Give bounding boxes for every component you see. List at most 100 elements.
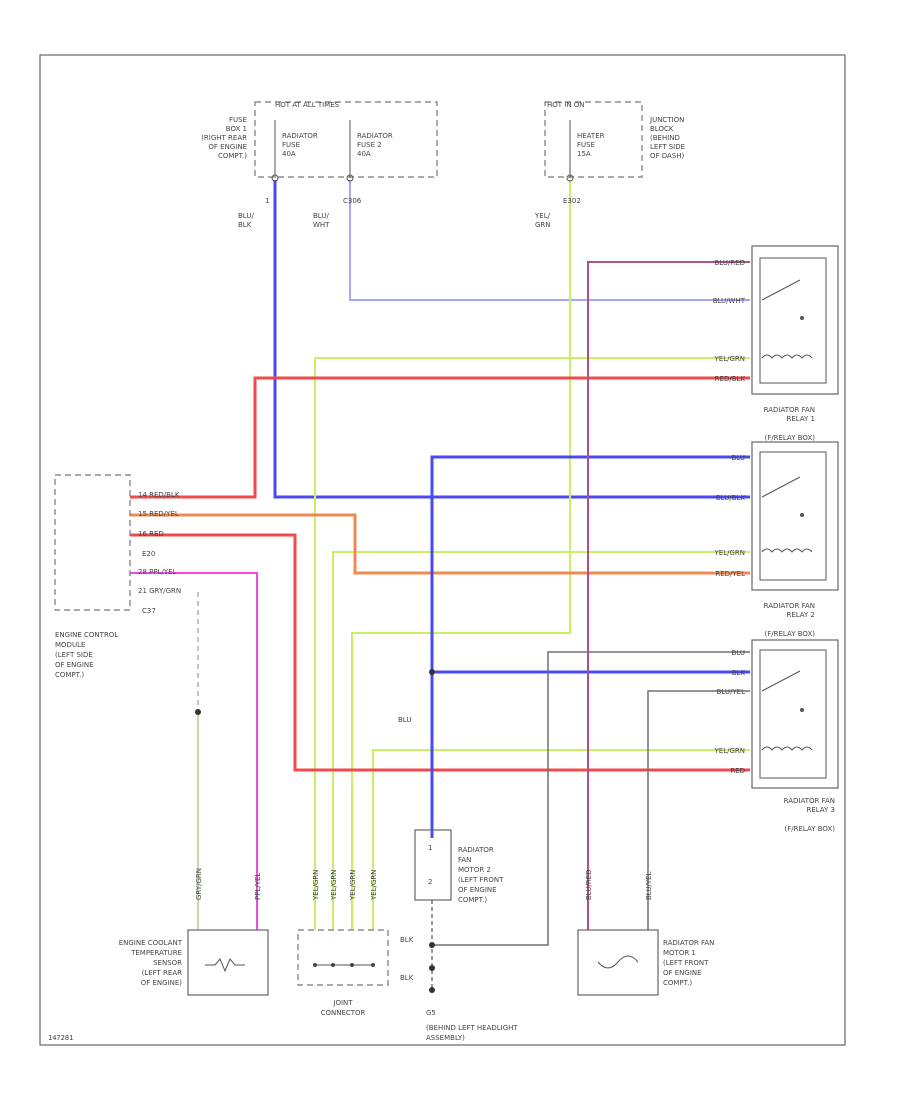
motor-1-caption: (LEFT FRONT: [663, 959, 709, 967]
wire-red-blk: [130, 376, 750, 499]
fuse-1-label: FUSE: [282, 141, 300, 149]
relay-3-wire-label: BLK: [732, 669, 746, 677]
ect-sensor-symbol: [205, 958, 245, 973]
relay-1-wire-label: RED/BLK: [715, 375, 746, 383]
ground-caption: ASSEMBLY): [426, 1034, 465, 1042]
motor-2-caption: OF ENGINE: [458, 886, 497, 894]
fuse-box-1-location: (RIGHT REAR: [201, 134, 247, 142]
motor-1-caption: MOTOR 1: [663, 949, 696, 957]
wire-red-yel: [130, 513, 750, 575]
diagram-border: [39, 54, 846, 1046]
relay-1-caption: RADIATOR FAN: [764, 406, 815, 414]
engine-coolant-temperature-sensor: ENGINE COOLANT TEMPERATURE SENSOR (LEFT …: [119, 929, 269, 996]
ground-label: G5: [426, 1009, 436, 1017]
relay-1-coil: [761, 354, 813, 359]
relay-3-housing: [751, 639, 839, 789]
wire-label-blu-wht: WHT: [313, 221, 330, 229]
motor-2-caption: MOTOR 2: [458, 866, 491, 874]
ecm-pin-label: 16 RED: [138, 530, 164, 538]
wire-label-blu-blk: BLK: [238, 221, 252, 229]
wire-label-blk: BLK: [400, 936, 414, 944]
joint-connector-pin: [313, 963, 317, 967]
fuse-box-1-location: FUSE: [229, 116, 247, 124]
motor-2-pin: 2: [428, 878, 432, 886]
fuse-2-label: 40A: [357, 150, 371, 158]
diagram-code: 147281: [48, 1034, 73, 1042]
relay-2-caption: RELAY 2: [786, 611, 815, 619]
wire-yel-grn-relay2: [332, 551, 750, 930]
wire-label-blu: BLU: [398, 716, 411, 724]
ect-sensor-caption: TEMPERATURE: [130, 949, 182, 957]
relay-3-coil: [761, 746, 813, 751]
motor-2-caption: RADIATOR: [458, 846, 494, 854]
wire-red: [130, 533, 750, 772]
wire-label-vertical: PPL/YEL: [254, 873, 262, 900]
junction-block-location: (BEHIND: [650, 134, 680, 142]
wire-ppl-yel: [130, 572, 258, 930]
junction-block-location: JUNCTION: [649, 116, 684, 124]
wire-label-vertical: BLU/RED: [585, 869, 593, 900]
radiator-fan-motor-1: RADIATOR FAN MOTOR 1 (LEFT FRONT OF ENGI…: [577, 929, 714, 996]
relay-2-coil: [761, 548, 813, 553]
splice-dot: [429, 669, 435, 675]
wire-label-vertical: BLU/YEL: [645, 871, 653, 900]
heater-fuse-label: HEATER: [577, 132, 605, 140]
relay-2-caption: (F/RELAY BOX): [765, 630, 816, 638]
relay-1-caption: RELAY 1: [786, 415, 815, 423]
relay-1-caption: (F/RELAY BOX): [765, 434, 816, 442]
relay-2-caption: RADIATOR FAN: [764, 602, 815, 610]
ecm-caption: COMPT.): [55, 671, 84, 679]
relay-3-caption: RELAY 3: [806, 806, 835, 814]
relay-2-wire-label: BLU: [732, 454, 745, 462]
relay-2: BLU BLU/BLK YEL/GRN RED/YEL RADIATOR FAN…: [714, 441, 839, 638]
relay-2-body: [759, 451, 827, 581]
motor-2-caption: COMPT.): [458, 896, 487, 904]
wire-label-vertical: YEL/GRN: [330, 870, 338, 901]
relay-3: BLU BLK BLU/YEL YEL/GRN RED RADIATOR FAN…: [714, 639, 839, 833]
relay-1-switch: [761, 279, 801, 301]
wire-blu-relay2: [430, 455, 750, 838]
wire-label-blu-wht: BLU/: [313, 212, 329, 220]
ecm-caption: ENGINE CONTROL: [55, 631, 118, 639]
relay-3-body: [759, 649, 827, 779]
ground-point: [429, 987, 435, 993]
wire-label-yel-grn: YEL/: [534, 212, 551, 220]
fuse-2-pin: C306: [343, 197, 362, 205]
motor-2-caption: FAN: [458, 856, 471, 864]
junction-block-header: HOT IN ON: [547, 101, 585, 109]
relay-1-housing: [751, 245, 839, 395]
relay-3-wire-label: BLU/YEL: [717, 688, 746, 696]
fuse-1-label: 40A: [282, 150, 296, 158]
fuse-box-1-location: OF ENGINE: [208, 143, 247, 151]
motor-2-caption: (LEFT FRONT: [458, 876, 504, 884]
wire-blu-red: [587, 261, 750, 930]
relay-2-switch: [761, 476, 801, 498]
ground-caption: (BEHIND LEFT HEADLIGHT: [426, 1024, 518, 1032]
motor-1-caption: COMPT.): [663, 979, 692, 987]
relay-3-contact: [800, 708, 804, 712]
ground-g5: G5 (BEHIND LEFT HEADLIGHT ASSEMBLY): [426, 1009, 518, 1042]
motor-1-caption: RADIATOR FAN: [663, 939, 714, 947]
joint-connector-pin: [371, 963, 375, 967]
ecm-caption: OF ENGINE: [55, 661, 94, 669]
fuse-2-label: FUSE 2: [357, 141, 382, 149]
ect-sensor-caption: ENGINE COOLANT: [119, 939, 183, 947]
relay-3-wire-label: YEL/GRN: [714, 747, 745, 755]
radiator-fan-motor-2: 1 2 RADIATOR FAN MOTOR 2 (LEFT FRONT OF …: [414, 829, 504, 904]
relay-3-caption: (F/RELAY BOX): [785, 825, 836, 833]
junction-block-location: BLOCK: [650, 125, 674, 133]
ecm-pin-label: 14 RED/BLK: [138, 491, 180, 499]
fuse-box-1-outline: [254, 101, 438, 178]
splice-dot: [195, 709, 201, 715]
ect-sensor-caption: SENSOR: [153, 959, 182, 967]
wire-label-blk: BLK: [400, 974, 414, 982]
wire-blu-blk: [273, 180, 750, 499]
motor-1-symbol: [597, 955, 639, 969]
joint-connector-pin: [350, 963, 354, 967]
motor-1-caption: OF ENGINE: [663, 969, 702, 977]
relay-2-wire-label: BLU/BLK: [716, 494, 746, 502]
wire-label-vertical: GRY/GRN: [195, 868, 203, 900]
relay-2-contact: [800, 513, 804, 517]
relay-1-body: [759, 257, 827, 384]
relay-3-wire-label: BLU: [732, 649, 745, 657]
